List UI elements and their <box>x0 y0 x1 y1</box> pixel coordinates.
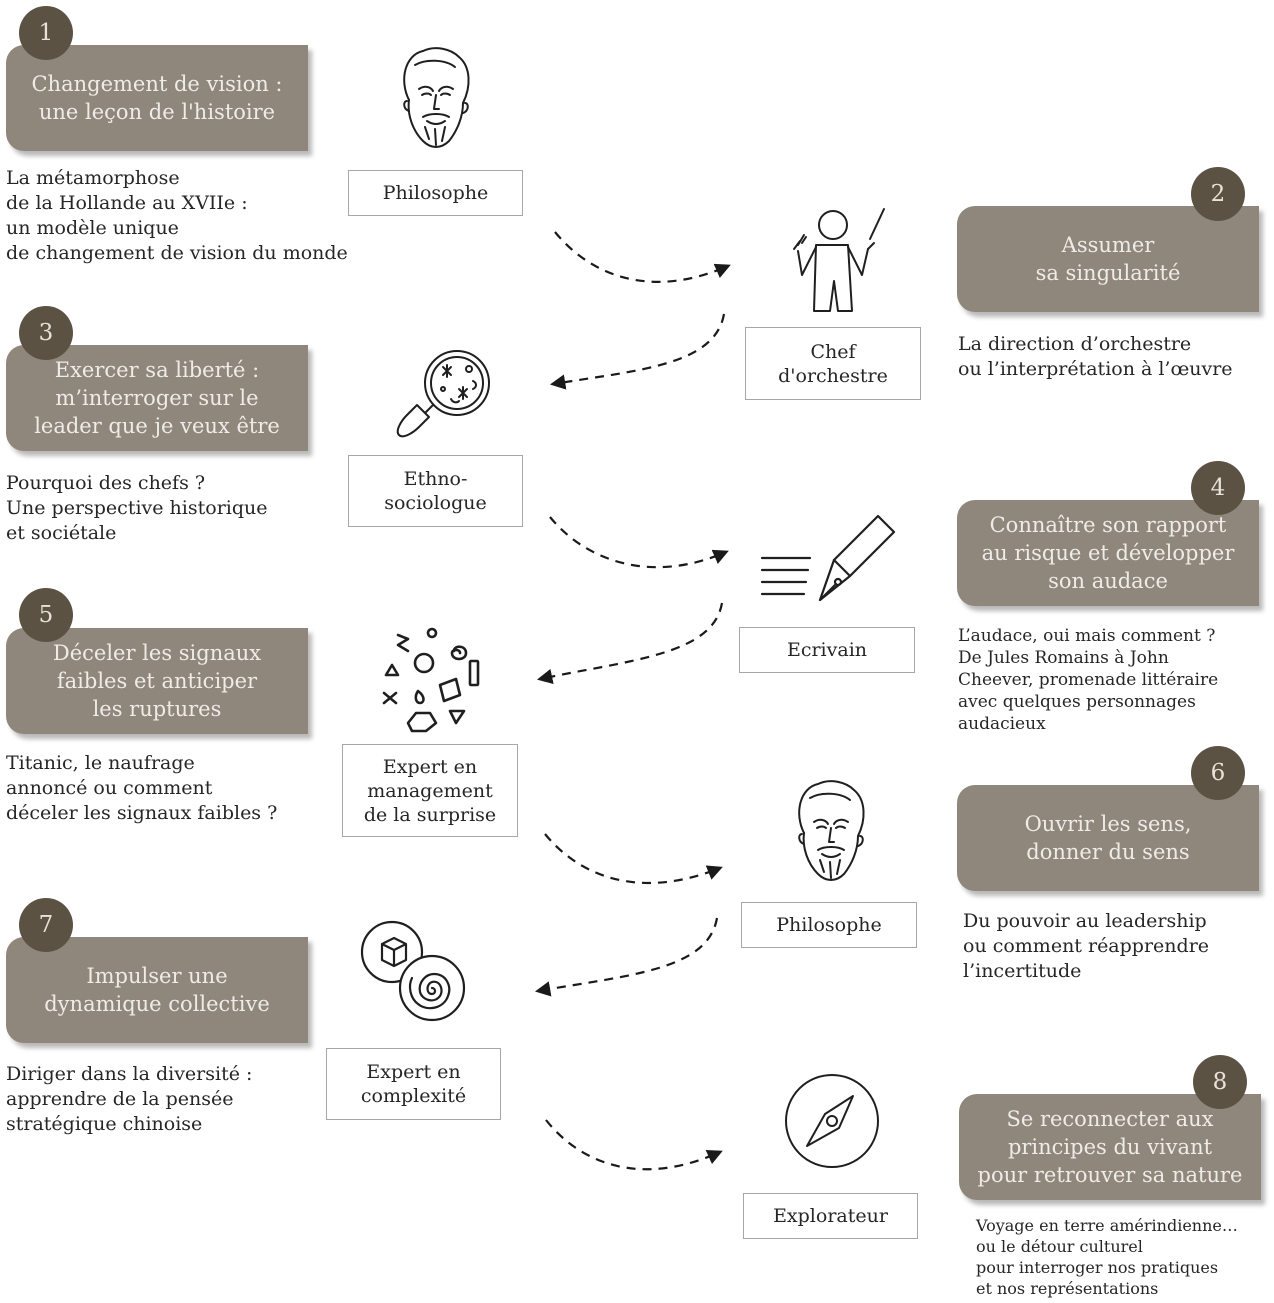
step-7-badge: 7 <box>19 898 73 952</box>
step-4-badge: 4 <box>1191 461 1245 515</box>
arrow-7-to-8 <box>545 1119 723 1171</box>
arrow-5-to-6 <box>544 833 723 885</box>
magnifier-microbes-icon <box>396 350 490 438</box>
arrow-2-to-3 <box>549 313 726 390</box>
step-1-title-line: une leçon de l'histoire <box>38 100 276 124</box>
step-2-badge: 2 <box>1191 167 1245 221</box>
role-philosophe-1: Philosophe <box>348 170 523 216</box>
role-explorateur: Explorateur <box>743 1193 918 1239</box>
scattered-shapes-icon <box>382 627 480 733</box>
fountain-pen-icon <box>760 514 896 602</box>
step-1-badge: 1 <box>19 6 73 60</box>
step-1-title-line: Changement de vision : <box>31 72 283 96</box>
compass-icon <box>785 1074 879 1168</box>
conductor-icon <box>793 208 885 312</box>
step-6-badge: 6 <box>1191 746 1245 800</box>
philosopher-icon <box>403 47 470 148</box>
step-3-badge: 3 <box>19 306 73 360</box>
philosopher-icon <box>798 780 865 881</box>
arrow-1-to-2 <box>554 231 731 283</box>
role-ecrivain: Ecrivain <box>739 627 915 673</box>
role-ethno-sociologue: Ethno-sociologue <box>348 455 523 527</box>
step-4-description: L’audace, oui mais comment ?De Jules Rom… <box>958 626 1219 734</box>
arrow-6-to-7 <box>534 917 719 997</box>
step-7-description: Diriger dans la diversité :apprendre de … <box>6 1063 253 1135</box>
step-8-description: Voyage en terre amérindienne…ou le détou… <box>976 1216 1238 1298</box>
arrow-4-to-5 <box>536 602 724 684</box>
step-1-title-box: Changement de vision : une leçon de l'his… <box>6 45 308 151</box>
role-philosophe-2: Philosophe <box>741 902 917 948</box>
step-8-badge: 8 <box>1193 1055 1247 1109</box>
cube-spiral-icon <box>360 920 466 1022</box>
step-6-title-box: Ouvrir les sens,donner du sens <box>957 785 1259 891</box>
step-3-description: Pourquoi des chefs ?Une perspective hist… <box>6 472 268 544</box>
arrow-3-to-4 <box>549 516 729 569</box>
step-5-badge: 5 <box>19 588 73 642</box>
